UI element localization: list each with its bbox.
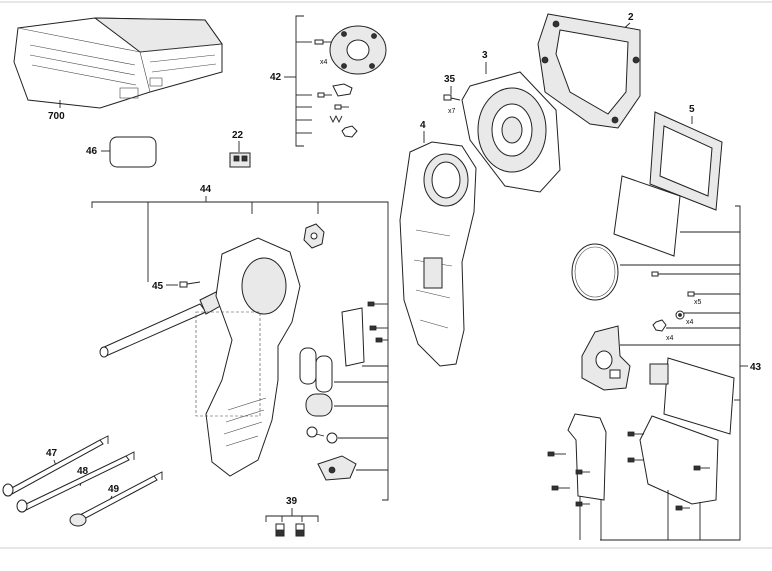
nut-icon (303, 223, 325, 249)
screw-icon (334, 104, 349, 110)
screw-icon (651, 271, 740, 277)
screw-icon (551, 485, 570, 491)
flange-part (329, 25, 387, 75)
spring-icon (329, 114, 343, 124)
screw-icon (575, 469, 590, 475)
tool-body-part (195, 237, 301, 477)
label-47: 47 (46, 448, 58, 459)
label-42: 42 (270, 72, 282, 83)
qty-43-washer: x4 (686, 319, 694, 326)
clip-part (295, 523, 305, 537)
cover-plate-right-part (639, 415, 719, 505)
screw-icon (179, 281, 201, 288)
carrying-case-part (13, 17, 223, 109)
screw-icon (693, 465, 710, 471)
o-ring-part (571, 243, 619, 301)
label-700: 700 (48, 111, 65, 122)
label-plate-part (109, 136, 157, 168)
screw-icon (687, 291, 740, 297)
strap-48-part (16, 451, 135, 513)
label-46: 46 (86, 146, 98, 157)
screw-icon (627, 431, 644, 437)
screw-icon (306, 426, 325, 438)
qty-35: x7 (448, 108, 456, 115)
nut-icon (341, 125, 358, 138)
nut-icon (652, 319, 667, 332)
screw-icon (627, 457, 644, 463)
label-44: 44 (200, 184, 212, 195)
label-43: 43 (750, 362, 762, 373)
cover-plate-left-part (567, 413, 607, 501)
screw-icon (675, 505, 690, 511)
strap-47-part (2, 435, 109, 497)
washer-icon (675, 310, 685, 320)
screw-icon (326, 432, 388, 444)
circuit-board-part (649, 357, 735, 435)
handle-housing-part (399, 141, 477, 367)
front-cover-part (461, 71, 561, 193)
label-5: 5 (689, 104, 695, 115)
qty-43-nut: x4 (666, 335, 674, 342)
clip-part (275, 523, 285, 537)
clip-part (332, 83, 353, 97)
label-48: 48 (77, 466, 89, 477)
screw-icon (367, 301, 388, 307)
screw-icon (317, 92, 332, 98)
strap-49-part (69, 471, 163, 527)
screw-icon (547, 451, 566, 457)
battery-part (299, 347, 333, 393)
screw-icon (314, 39, 331, 45)
label-3: 3 (482, 50, 488, 61)
screw-icon (369, 325, 388, 331)
qty-43-screw: x5 (694, 299, 702, 306)
label-4: 4 (420, 120, 426, 131)
screw-icon (575, 501, 590, 507)
label-49: 49 (108, 484, 120, 495)
label-2: 2 (628, 12, 634, 23)
label-35: 35 (444, 74, 456, 85)
screw-icon (443, 94, 461, 101)
label-45: 45 (152, 281, 164, 292)
small-board-part (341, 307, 365, 367)
cylinder-part (305, 393, 333, 417)
housing-shell-part (537, 13, 641, 129)
sensor-holder-part (581, 325, 631, 391)
qty-42: x4 (320, 59, 328, 66)
screw-icon (375, 337, 388, 343)
label-22: 22 (232, 130, 244, 141)
contact-clip-part (317, 455, 357, 481)
window-part (613, 175, 681, 257)
switch-part (229, 152, 251, 168)
label-39: 39 (286, 496, 298, 507)
display-frame-part (649, 111, 723, 211)
